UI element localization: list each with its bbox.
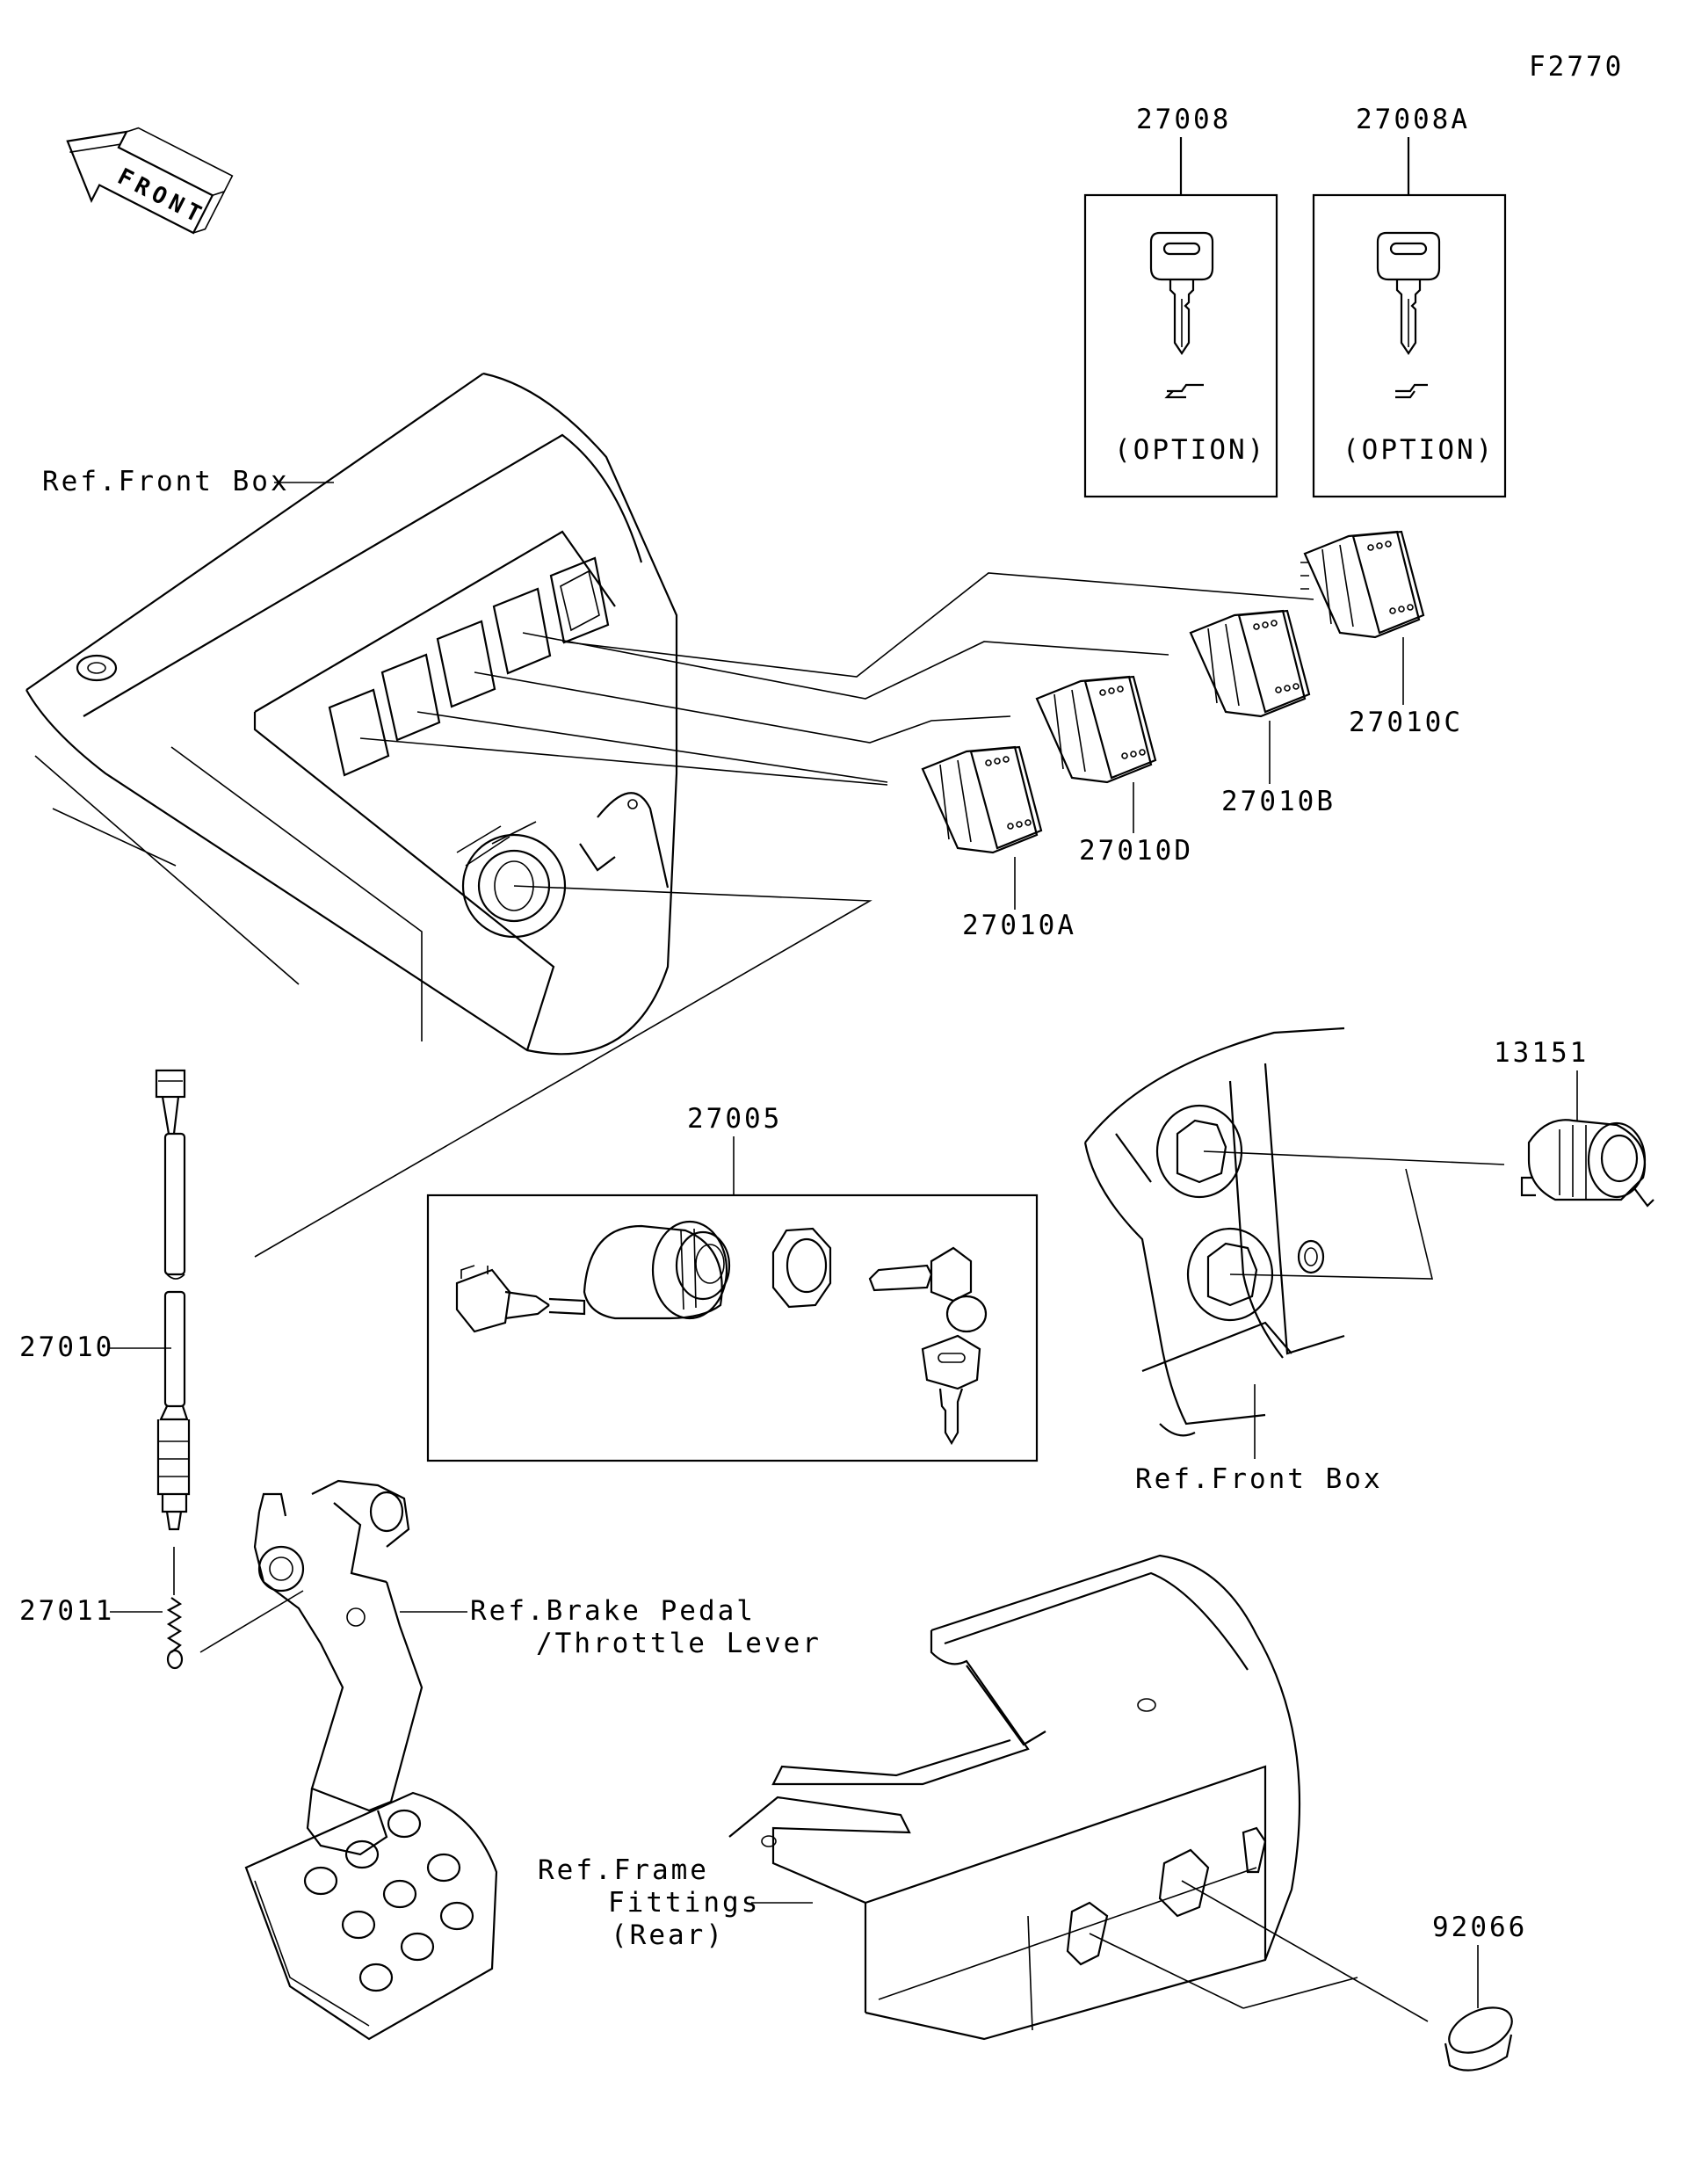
part-number-27010B: 27010B bbox=[1221, 786, 1336, 817]
front-box-socket-panel: Ref.Front Box bbox=[1083, 1027, 1505, 1495]
option-label-2: (OPTION) bbox=[1343, 434, 1495, 466]
part-number-27010D: 27010D bbox=[1079, 835, 1193, 867]
ref-frame-label-2: Fittings bbox=[608, 1887, 760, 1919]
switch-slots bbox=[328, 556, 610, 777]
part-number-27010C: 27010C bbox=[1349, 707, 1463, 738]
key-27008A-group: 27008A (OPTION) bbox=[1312, 104, 1507, 498]
part-number-13151: 13151 bbox=[1494, 1037, 1589, 1069]
option-label-1: (OPTION) bbox=[1114, 434, 1266, 466]
front-arrow-icon: FRONT bbox=[66, 127, 234, 235]
key-27008-group: 27008 (OPTION) bbox=[1083, 104, 1278, 498]
part-number-27005: 27005 bbox=[687, 1103, 782, 1135]
front-arrow-label: FRONT bbox=[113, 163, 210, 230]
ref-brake-pedal-label-2: /Throttle Lever bbox=[536, 1628, 822, 1659]
part-number-92066: 92066 bbox=[1432, 1912, 1527, 1943]
harness-27010: 27010 bbox=[19, 1069, 191, 1531]
figure-id: F2770 bbox=[1529, 51, 1624, 83]
part-number-27011: 27011 bbox=[19, 1595, 114, 1627]
rocker-switch-27010C bbox=[1300, 530, 1425, 639]
ref-front-box-top-label: Ref.Front Box bbox=[42, 466, 290, 497]
rocker-switch-27010A bbox=[921, 745, 1043, 854]
rocker-switch-27010D bbox=[1035, 675, 1157, 784]
ref-frame-label-3: (Rear) bbox=[611, 1919, 725, 1951]
part-number-27008: 27008 bbox=[1136, 104, 1231, 135]
part-number-27008A: 27008A bbox=[1356, 104, 1470, 135]
slot-leaders bbox=[254, 572, 1314, 1258]
part-number-27010A: 27010A bbox=[962, 910, 1076, 941]
key-icon bbox=[1376, 231, 1441, 399]
ref-front-box-right-label: Ref.Front Box bbox=[1135, 1463, 1383, 1495]
rocker-switch-27010B bbox=[1189, 609, 1311, 718]
ref-frame-label-1: Ref.Frame bbox=[538, 1854, 709, 1886]
ref-brake-pedal-label-1: Ref.Brake Pedal bbox=[470, 1595, 756, 1627]
plug-92066: 92066 bbox=[1432, 1912, 1527, 2072]
frame-fittings-rear: Ref.Frame Fittings (Rear) bbox=[538, 1554, 1429, 2041]
front-box-dashboard: Ref.Front Box bbox=[25, 372, 678, 1056]
spring-27011: 27011 bbox=[19, 1547, 304, 1670]
pedal-pad-holes bbox=[303, 1809, 474, 1992]
socket-13151: 13151 bbox=[1494, 1037, 1654, 1208]
key-icon bbox=[1149, 231, 1214, 399]
ignition-switch-27005: 27005 bbox=[426, 1103, 1039, 1462]
part-number-27010: 27010 bbox=[19, 1331, 114, 1363]
brake-pedal: Ref.Brake Pedal /Throttle Lever bbox=[244, 1479, 822, 2041]
